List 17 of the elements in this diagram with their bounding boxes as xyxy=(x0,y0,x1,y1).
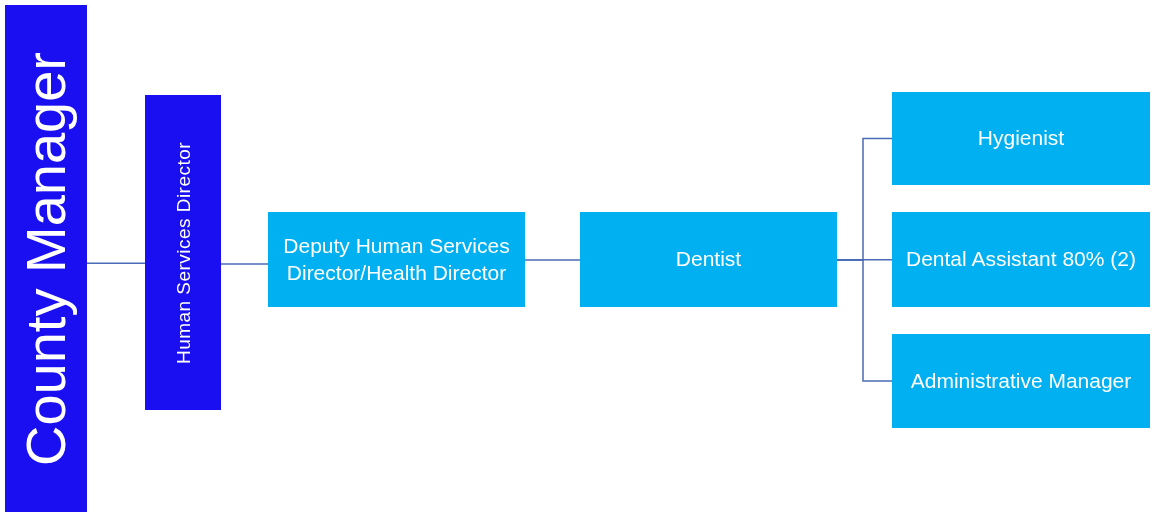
org-box xyxy=(892,92,1150,185)
org-box xyxy=(580,212,837,307)
node-label: Deputy Human Services Director/Health Director xyxy=(282,233,511,286)
org-box xyxy=(145,95,221,410)
org-box xyxy=(892,334,1150,428)
node-label: Dentist xyxy=(674,246,743,273)
node-label: Dental Assistant 80% (2) xyxy=(905,246,1137,273)
node-label: Hygienist xyxy=(976,125,1066,152)
org-box xyxy=(892,212,1150,307)
node-label: Human Services Director xyxy=(173,141,193,364)
org-box xyxy=(5,5,87,512)
node-label: Administrative Manager xyxy=(909,367,1133,394)
connector-line xyxy=(524,259,581,261)
connector-line xyxy=(86,262,146,264)
connector-line xyxy=(220,263,269,265)
org-box xyxy=(268,212,525,307)
connector-line xyxy=(836,259,893,382)
